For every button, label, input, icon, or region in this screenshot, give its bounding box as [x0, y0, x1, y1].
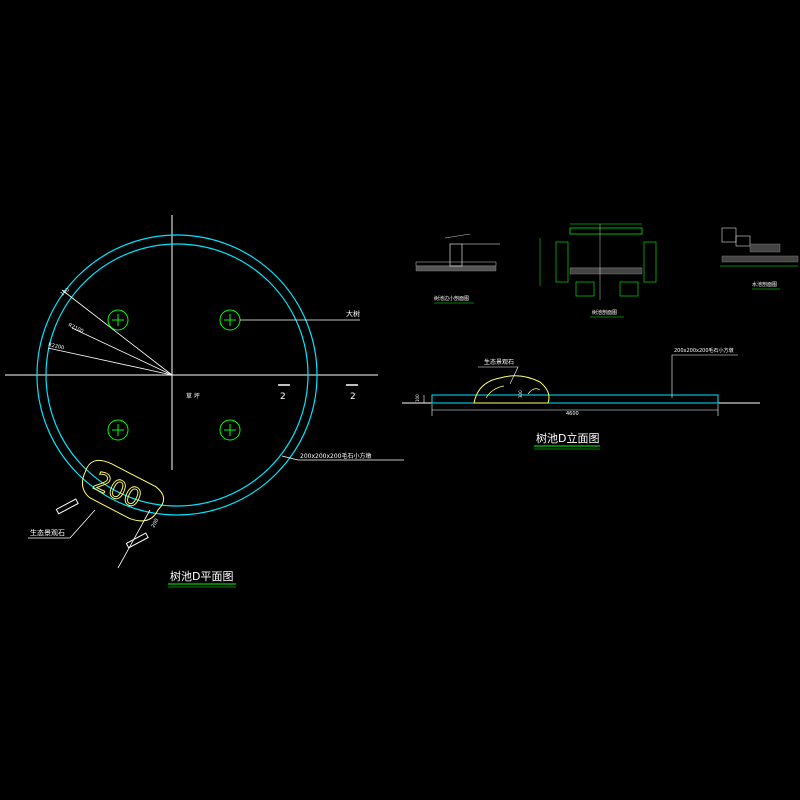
landscape-rock: 200 [81, 459, 165, 522]
detail-2: 树池剖面图 [539, 223, 657, 318]
elevation-rock-leader [478, 366, 519, 385]
stone-edge-label: 200x200x200毛石小方墩 [300, 452, 371, 460]
radius-dim-line-1 [61, 289, 173, 376]
detail-1: 树池边小剖面图 [415, 233, 500, 304]
detail-2-title: 树池剖面图 [592, 309, 617, 316]
elevation-dim-length: 4600 [566, 411, 579, 417]
detail-1-title: 树池边小剖面图 [434, 295, 469, 302]
tree-pool-inner-ring [45, 243, 309, 507]
rock-leader [28, 509, 96, 539]
tree-symbol [219, 309, 241, 331]
elevation-dim-height: 100 [415, 394, 420, 402]
radius-dim-line-2 [71, 327, 173, 376]
section-mark-1: 2 [280, 392, 286, 402]
elevation-title: 树池D立面图 [536, 431, 599, 445]
dim-width-label: 100 [60, 287, 71, 298]
radius-dim-line-3 [47, 347, 173, 376]
plan-view: 100 R2100 R2200 大树 草 坪 2 2 [5, 215, 404, 588]
rock-dim-line [117, 509, 151, 569]
elevation-stone-label: 200x200x200毛石小方墩 [674, 347, 734, 354]
rock-dim-text: 200 [150, 518, 160, 529]
dim-r2-label: R2200 [48, 342, 65, 351]
lawn-label: 草 坪 [186, 392, 200, 400]
big-tree-label: 大树 [346, 309, 360, 318]
section-mark-2: 2 [350, 392, 356, 402]
elevation-rock-label: 生态景观石 [484, 358, 514, 366]
dim-r1-label: R2100 [67, 322, 84, 334]
stone-edge-leader [281, 455, 404, 461]
plan-rock-label: 生态景观石 [30, 528, 65, 537]
rock-mark: 200 [88, 467, 146, 515]
plan-title: 树池D平面图 [170, 569, 233, 583]
detail-3-title: 水池剖面图 [752, 281, 777, 288]
elevation-rock [473, 375, 550, 404]
tree-symbol [219, 419, 241, 441]
hatch-block [55, 498, 79, 515]
elevation-stone-leader [671, 354, 738, 398]
elevation-pool-edge [431, 394, 719, 404]
elevation-dim-rock: 300 [518, 390, 523, 398]
detail-3: 水池剖面图 [720, 227, 799, 290]
tree-symbol [107, 419, 129, 441]
tree-pool-outer-ring [36, 234, 318, 516]
tree-symbol [107, 309, 129, 331]
hatch-block [125, 532, 149, 549]
elevation-view: 4600 100 300 生态景观石 200x200x200毛石小方墩 树池D立… [402, 347, 760, 450]
